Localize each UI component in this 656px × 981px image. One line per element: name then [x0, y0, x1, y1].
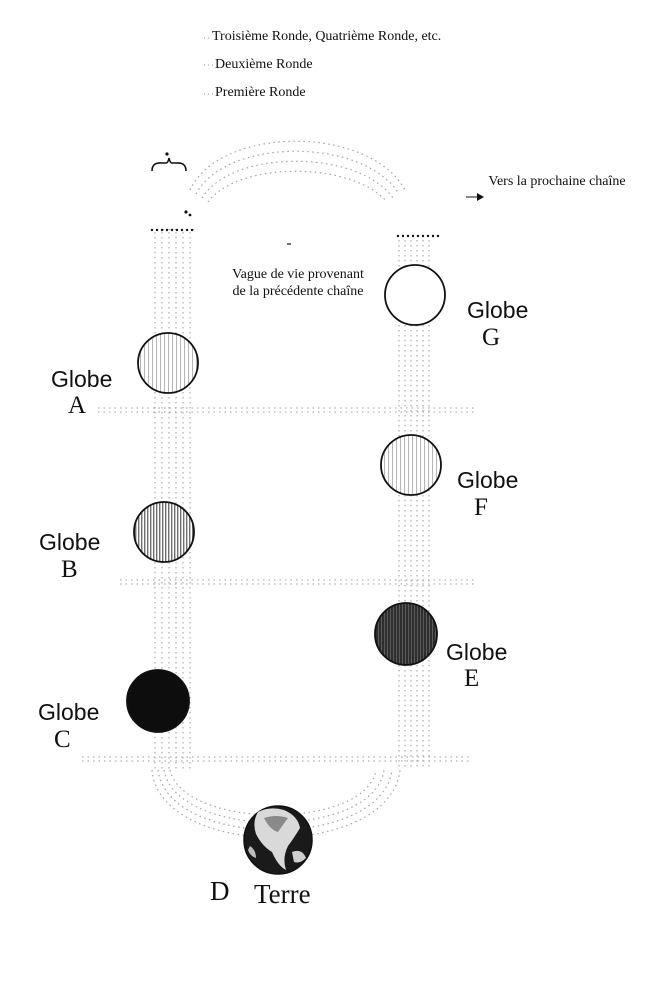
globe-e-word: Globe: [446, 639, 508, 665]
globe-f-word: Globe: [457, 467, 519, 493]
legend-leaders: [204, 37, 214, 95]
globe-e-letter: E: [464, 665, 480, 692]
globe-b-word: Globe: [39, 529, 101, 555]
globe-g-letter: G: [482, 324, 501, 351]
globe-c-circle: [126, 669, 190, 733]
globe-a-circle: [137, 332, 199, 394]
globe-g-circle: [384, 264, 446, 326]
globe-a-word: Globe: [51, 366, 113, 392]
right-tracks: [398, 240, 430, 770]
globe-a-letter: A: [68, 392, 87, 419]
globe-e-circle: [374, 602, 438, 666]
globe-b-letter: B: [61, 556, 78, 583]
round-start-marks: [150, 152, 440, 238]
globe-g-word: Globe: [467, 297, 529, 323]
left-start-ticks: [150, 228, 194, 232]
legend-round-3-plus: Troisième Ronde, Quatrième Ronde, etc.: [212, 29, 442, 44]
level-separators: [82, 407, 475, 762]
globe-d-letter: D: [210, 876, 230, 906]
brace-mark: [151, 157, 187, 172]
globe-c-word: Globe: [38, 699, 100, 725]
top-arc-rounds: [189, 140, 406, 203]
legend-round-1: Première Ronde: [215, 85, 306, 100]
globe-f-letter: F: [474, 494, 488, 521]
next-chain-label: Vers la prochaine chaîne: [488, 174, 626, 189]
globe-c-letter: C: [54, 726, 71, 753]
globe-f-circle: [380, 434, 442, 496]
earth-name: Terre: [254, 879, 311, 909]
right-start-ticks: [396, 234, 440, 238]
life-wave-label: Vague de vie provenant de la précédente …: [232, 267, 364, 299]
globe-b-circle: [133, 501, 195, 563]
next-chain-arrow: [466, 193, 484, 201]
legend-round-2: Deuxième Ronde: [215, 57, 313, 72]
earth-globe: [243, 805, 313, 875]
